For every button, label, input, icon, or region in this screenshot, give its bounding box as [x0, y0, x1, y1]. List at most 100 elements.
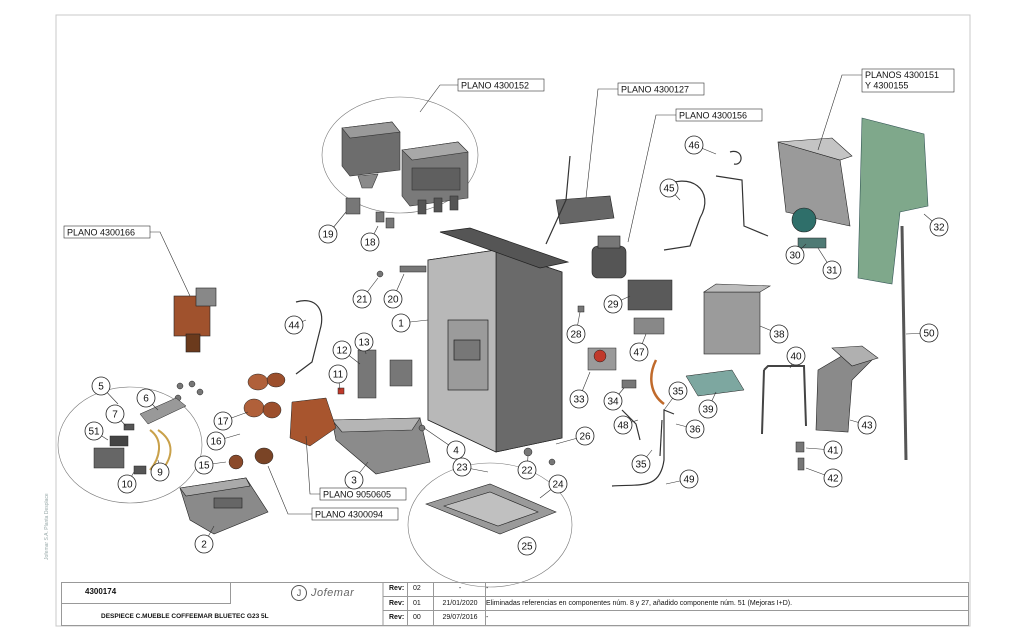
callout-circle [769, 324, 789, 344]
callout-number: 20 [387, 295, 399, 306]
logo-mark-icon: J [291, 585, 307, 601]
callout-circle [603, 391, 623, 411]
callout-number: 9 [157, 468, 163, 479]
callout-number: 2 [201, 540, 207, 551]
pump [587, 347, 617, 371]
callout-circle [117, 474, 137, 494]
cabinet-body [427, 227, 570, 453]
callout-circle [194, 455, 214, 475]
plan-ref-4300127: PLANO 4300127 [621, 85, 689, 95]
plan-ref-4300152: PLANO 4300152 [461, 81, 529, 91]
callout-number: 19 [322, 230, 334, 241]
callout-number: 42 [827, 474, 839, 485]
rev-text: - [486, 614, 489, 621]
base-plate [425, 483, 557, 535]
callout-number: 30 [789, 251, 801, 262]
callout-circle [194, 534, 214, 554]
base-tray [179, 477, 269, 535]
callout-number: 50 [923, 329, 935, 340]
rev-number: 02 [413, 585, 421, 592]
plan-ref-boxes: PLANO 4300152 PLANO 4300127 PLANO 430015… [63, 68, 955, 521]
callout-number: 26 [579, 432, 591, 443]
callout-bubbles: 1234567910111213151617181920212223242526… [84, 135, 949, 556]
rev-label: Rev: [389, 585, 405, 592]
callout-circle [352, 289, 372, 309]
company-logo: J Jofemar [261, 582, 381, 604]
electronics-panel [777, 137, 853, 233]
callout-number: 21 [356, 295, 368, 306]
callout-circle [679, 469, 699, 489]
callout-number: 11 [333, 370, 344, 381]
callout-number: 48 [617, 421, 629, 432]
rev-date: 21/01/2020 [442, 599, 478, 607]
callout-number: 5 [98, 382, 104, 393]
callout-number: 3 [351, 476, 357, 487]
callout-circle [383, 289, 403, 309]
callout-circle [517, 536, 537, 556]
callout-circle [785, 245, 805, 265]
callout-number: 7 [112, 410, 118, 421]
boiler-assembly [555, 195, 627, 279]
callout-number: 32 [933, 223, 945, 234]
valve-block [627, 279, 673, 311]
callout-number: 43 [861, 421, 873, 432]
callout-circle [328, 364, 348, 384]
callout-number: 51 [88, 427, 100, 438]
callout-circle [284, 315, 304, 335]
callout-number: 33 [573, 395, 585, 406]
callout-circle [629, 342, 649, 362]
hopper-right [401, 141, 469, 215]
rev-number: 01 [413, 599, 421, 607]
callout-circle [822, 260, 842, 280]
callout-circle [318, 224, 338, 244]
revision-row: Rev: 01 21/01/2020 Eliminadas referencia… [383, 597, 969, 611]
rev-label: Rev: [389, 599, 405, 607]
callout-circle [929, 217, 949, 237]
callout-number: 44 [288, 321, 300, 332]
callout-number: 45 [663, 184, 675, 195]
callout-circle [823, 440, 843, 460]
rev-number: 00 [413, 614, 421, 621]
callout-number: 38 [773, 330, 785, 341]
plan-ref-9050605: PLANO 9050605 [323, 490, 391, 500]
callout-number: 24 [552, 480, 564, 491]
hopper-left [341, 121, 401, 189]
callout-circle [84, 421, 104, 441]
callout-circle [575, 426, 595, 446]
callout-circle [150, 462, 170, 482]
callout-circle [685, 419, 705, 439]
callout-circle [517, 460, 537, 480]
callout-number: 46 [688, 141, 700, 152]
callout-number: 13 [358, 338, 370, 349]
callout-number: 35 [672, 387, 684, 398]
rev-text: Eliminadas referencias en componentes nú… [486, 599, 793, 607]
callout-number: 28 [570, 330, 582, 341]
callout-circle [105, 404, 125, 424]
callout-number: 22 [521, 466, 533, 477]
rev-text: - [486, 585, 489, 592]
plan-ref-4300094: PLANO 4300094 [315, 510, 383, 520]
callout-number: 6 [143, 394, 149, 405]
support-rod [900, 225, 908, 461]
callout-circle [631, 454, 651, 474]
callout-circle [684, 135, 704, 155]
callout-number: 36 [689, 425, 701, 436]
callout-number: 23 [456, 463, 468, 474]
callout-circle [206, 431, 226, 451]
callout-number: 35 [635, 460, 647, 471]
drip-tray [331, 417, 431, 475]
logo-wordmark: Jofemar [311, 587, 355, 599]
callout-circle [446, 440, 466, 460]
revision-row: Rev: 00 29/07/2016 - [383, 611, 969, 626]
callout-circle [452, 457, 472, 477]
callout-circle [332, 340, 352, 360]
plan-ref-4300155: Y 4300155 [865, 81, 908, 91]
callout-circle [569, 389, 589, 409]
callout-number: 1 [398, 319, 404, 330]
callout-circle [391, 313, 411, 333]
callout-circle [548, 474, 568, 494]
callout-circle [136, 388, 156, 408]
callout-number: 41 [827, 446, 839, 457]
revision-row: Rev: 02 - - [383, 582, 969, 597]
